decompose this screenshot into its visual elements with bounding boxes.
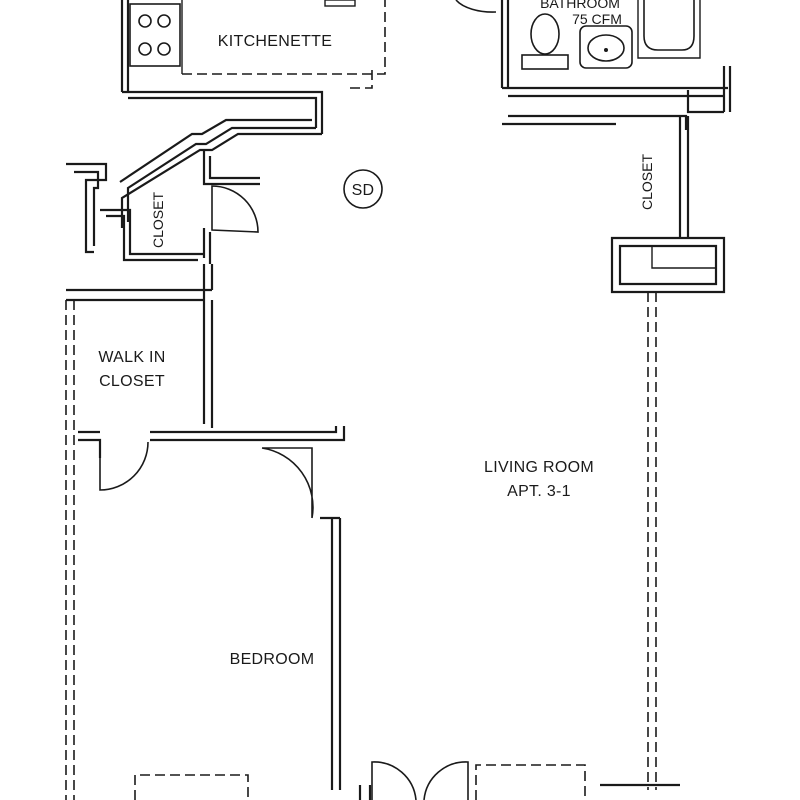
sink <box>579 25 633 69</box>
living-room-label-1: LIVING ROOM <box>484 459 594 476</box>
bedroom-label: BEDROOM <box>230 651 315 668</box>
walk-in-closet-door <box>99 441 149 491</box>
bathroom-door <box>455 0 497 13</box>
walk-in-closet-label-2: CLOSET <box>99 373 165 390</box>
walk-in-closet-label-1: WALK IN <box>98 349 165 366</box>
stove-burners <box>138 14 171 56</box>
fan-label: 75 CFM <box>572 11 622 27</box>
bedroom-walls <box>320 516 342 790</box>
closet-right-label: CLOSET <box>639 154 655 210</box>
closet-door-left <box>211 185 259 233</box>
closet-left-label: CLOSET <box>150 192 166 248</box>
smoke-detector: SD <box>343 169 383 209</box>
balcony-door-left <box>371 761 417 800</box>
bathtub <box>643 0 695 51</box>
smoke-detector-label: SD <box>352 182 375 199</box>
right-closet-walls <box>610 116 726 790</box>
outer-left-wall <box>65 300 75 800</box>
toilet <box>530 13 560 55</box>
left-closet-walls <box>66 118 322 302</box>
bathroom-area <box>455 0 732 130</box>
kitchenette-label: KITCHENETTE <box>218 33 332 50</box>
bedroom-door <box>261 447 314 519</box>
bottom-openings <box>134 761 680 800</box>
living-room-label-2: APT. 3-1 <box>507 483 571 500</box>
walk-in-closet <box>78 300 346 519</box>
balcony-door-right <box>423 761 469 800</box>
kitchenette-area <box>120 0 386 134</box>
bathroom-label: BATHROOM <box>540 0 620 11</box>
stove <box>129 3 181 67</box>
